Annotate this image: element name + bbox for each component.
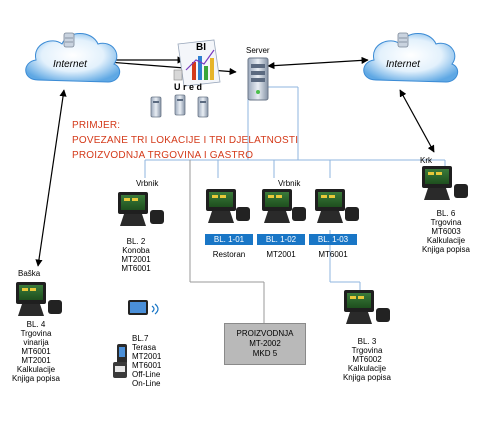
production-title: PROIZVODNJA [236, 329, 294, 338]
bl4-line: BL. 4 [26, 320, 46, 329]
example-line-locations: POVEZANE TRI LOKACIJE I TRI DJELATNOSTI [72, 135, 299, 146]
cloud-left-label: Internet [53, 59, 87, 70]
bl7-line: MT6001 [132, 361, 162, 370]
pos-terminal-bl1-03-icon [315, 189, 359, 223]
tag-bl1-03: BL. 1-03 [309, 234, 357, 245]
bl3-line: Trgovina [351, 346, 383, 355]
bl3-line: Kalkulacije [347, 364, 387, 373]
caption-mt6001: MT6001 [318, 250, 348, 259]
pos-terminal-bl6-icon [422, 166, 468, 200]
bl2-line: BL. 2 [126, 237, 146, 246]
block-bl6: BL. 6 Trgovina MT6003 Kalkulacije Knjiga… [418, 209, 474, 254]
bl7-line: BL.7 [132, 334, 149, 343]
production-module: MKD 5 [252, 349, 278, 358]
cloud-right-icon [363, 32, 459, 83]
bl6-line: MT6003 [431, 227, 461, 236]
bl6-line: BL. 6 [436, 209, 456, 218]
bl4-line: Kalkulacije [16, 365, 56, 374]
location-vrbnik-center: Vrbnik [278, 179, 301, 188]
server-icon [247, 57, 269, 101]
pos-terminal-bl1-01-icon [206, 189, 250, 223]
production-box: PROIZVODNJA MT-2002 MKD 5 [224, 323, 306, 365]
example-heading: PRIMJER: [72, 120, 121, 131]
bl6-line: Kalkulacije [426, 236, 466, 245]
production-line [189, 160, 265, 323]
block-bl3: BL. 3 Trgovina MT6002 Kalkulacije Knjiga… [338, 337, 396, 382]
bl7-line: On-Line [132, 379, 161, 388]
block-bl7: BL.7 Terasa MT2001 MT6001 Off-Line On-Li… [132, 334, 172, 388]
pos-terminal-bl3-icon [344, 290, 390, 324]
pos-terminal-bl4-icon [16, 282, 62, 316]
tag-bl1-01: BL. 1-01 [205, 234, 253, 245]
tree-lines [144, 86, 446, 290]
bl7-line: Terasa [132, 343, 157, 352]
production-code: MT-2002 [249, 339, 281, 348]
bl2-line: Konoba [122, 246, 150, 255]
location-vrbnik-left: Vrbnik [136, 179, 159, 188]
bl3-line: Knjiga popisa [342, 373, 392, 382]
caption-restoran: Restoran [212, 250, 246, 259]
bl2-line: MT6001 [121, 264, 151, 273]
bi-chart-icon [173, 39, 221, 87]
cloud-right-label: Internet [386, 59, 420, 70]
bl4-line: MT6001 [21, 347, 51, 356]
server-label: Server [246, 46, 270, 55]
bl3-line: BL. 3 [357, 337, 377, 346]
caption-mt2001: MT2001 [266, 250, 296, 259]
bl4-line: MT2001 [21, 356, 51, 365]
bl4-line: Knjiga popisa [11, 374, 61, 383]
block-bl2: BL. 2 Konoba MT2001 MT6001 [116, 237, 156, 273]
bl4-line: vinarija [23, 338, 49, 347]
pos-terminal-bl2-icon [118, 192, 164, 226]
office-label: U r e d [174, 82, 203, 92]
location-krk: Krk [420, 156, 432, 165]
bl6-line: Knjiga popisa [421, 245, 471, 254]
bl7-line: MT2001 [132, 352, 162, 361]
bl7-line: Off-Line [132, 370, 161, 379]
mobile-printer-icon [113, 344, 127, 378]
bl6-line: Trgovina [430, 218, 462, 227]
location-baska: Baška [18, 269, 41, 278]
bi-label: BI [196, 42, 206, 53]
office-servers-icon [150, 94, 209, 118]
block-bl4: BL. 4 Trgovina vinarija MT6001 MT2001 Ka… [6, 320, 66, 383]
tag-bl1-02: BL. 1-02 [257, 234, 305, 245]
cloud-left-icon [25, 32, 121, 83]
bl2-line: MT2001 [121, 255, 151, 264]
example-line-activities: PROIZVODNJA TRGOVINA I GASTRO [72, 150, 254, 161]
tablet-wifi-icon [128, 300, 159, 315]
pos-terminal-bl1-02-icon [262, 189, 306, 223]
bl3-line: MT6002 [352, 355, 382, 364]
bl4-line: Trgovina [20, 329, 52, 338]
